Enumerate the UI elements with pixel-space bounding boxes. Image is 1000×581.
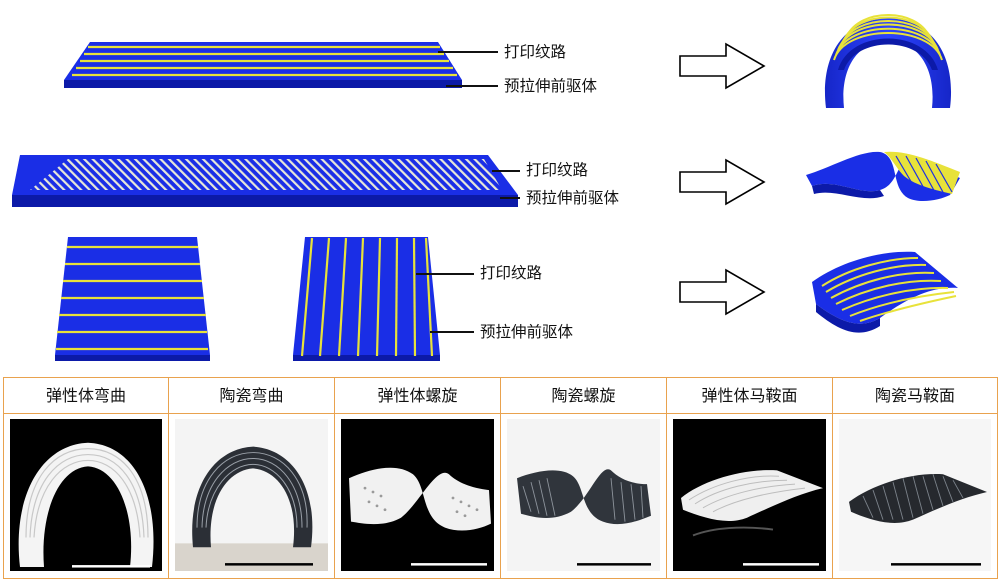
panel-ceramic-bend: 陶瓷弯曲 (168, 377, 335, 579)
row3-precursor-label: 预拉伸前驱体 (480, 323, 574, 341)
row2-precursor-label: 预拉伸前驱体 (526, 189, 620, 207)
row1-precursor-label: 预拉伸前驱体 (504, 77, 598, 95)
row1-precursor-strip (64, 42, 462, 88)
row1-precursor-leader (446, 85, 498, 87)
right-arrow-icon (679, 158, 766, 206)
row1-print-label: 打印纹路 (504, 43, 567, 61)
panel-title: 弹性体螺旋 (335, 378, 500, 414)
panel-title: 弹性体弯曲 (4, 378, 168, 414)
right-arrow-icon (679, 42, 766, 90)
row2-print-leader (492, 170, 520, 172)
photo-elastomer-helix (341, 419, 494, 571)
right-arrow-icon (679, 268, 766, 316)
photo-ceramic-arch (175, 419, 328, 571)
panel-elastomer-bend: 弹性体弯曲 (3, 377, 169, 579)
row3-precursor-leader (430, 331, 474, 333)
panel-ceramic-saddle: 陶瓷马鞍面 (832, 377, 998, 579)
row3-plate-horizontal (55, 237, 210, 361)
result-saddle-shape (812, 251, 958, 333)
row3-plate-vertical (293, 237, 440, 361)
photo-ceramic-helix (507, 419, 660, 571)
panel-elastomer-saddle: 弹性体马鞍面 (666, 377, 833, 579)
row1-print-leader (438, 51, 498, 53)
row2-precursor-strip (12, 155, 518, 207)
row3-print-leader (416, 273, 474, 275)
panel-title: 陶瓷弯曲 (169, 378, 334, 414)
result-helix-shape (806, 151, 960, 202)
photo-elastomer-arch (10, 419, 162, 571)
panel-title: 陶瓷马鞍面 (833, 378, 997, 414)
photo-elastomer-saddle (673, 419, 826, 571)
schematic-diagram (12, 14, 960, 361)
photo-ceramic-saddle (839, 419, 991, 571)
row2-precursor-leader (500, 197, 520, 199)
panel-elastomer-helix: 弹性体螺旋 (334, 377, 501, 579)
row3-print-label: 打印纹路 (480, 264, 543, 282)
panel-ceramic-helix: 陶瓷螺旋 (500, 377, 667, 579)
panel-title: 陶瓷螺旋 (501, 378, 666, 414)
panel-title: 弹性体马鞍面 (667, 378, 832, 414)
row2-print-label: 打印纹路 (526, 161, 589, 179)
result-arch-shape (824, 14, 952, 108)
